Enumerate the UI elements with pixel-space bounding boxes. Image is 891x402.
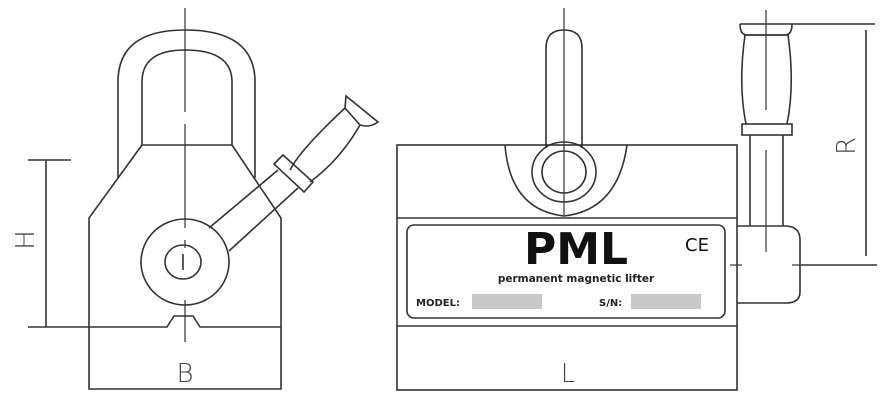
model-label: MODEL: (416, 298, 460, 309)
serial-field (631, 294, 701, 309)
dimension-label-h: H (11, 230, 41, 250)
eye-recess (504, 144, 628, 217)
rotor-hub (140, 218, 230, 306)
dimension-label-l: L (561, 359, 576, 389)
brand-text: PML (524, 224, 628, 275)
serial-label: S/N: (599, 298, 622, 309)
side-view: H B (11, 8, 380, 390)
dimension-label-r: R (832, 137, 862, 155)
front-body (396, 144, 738, 391)
subtitle-text: permanent magnetic lifter (498, 273, 655, 285)
side-handle-collar (741, 123, 793, 136)
handle-collar (272, 153, 315, 194)
side-handle-cap (739, 23, 793, 36)
nameplate (406, 224, 726, 319)
model-field (472, 294, 542, 309)
front-view: PML CE permanent magnetic lifter MODEL: … (396, 8, 877, 391)
shackle-inner (141, 49, 233, 145)
ce-mark: CE (685, 235, 709, 256)
rotor-bore (164, 244, 202, 280)
side-body (88, 144, 282, 390)
shackle-outer (117, 29, 256, 178)
base-notch (28, 315, 281, 328)
handle-end-cap (344, 94, 380, 127)
dimension-label-b: B (176, 359, 193, 389)
handle-housing (737, 225, 801, 304)
